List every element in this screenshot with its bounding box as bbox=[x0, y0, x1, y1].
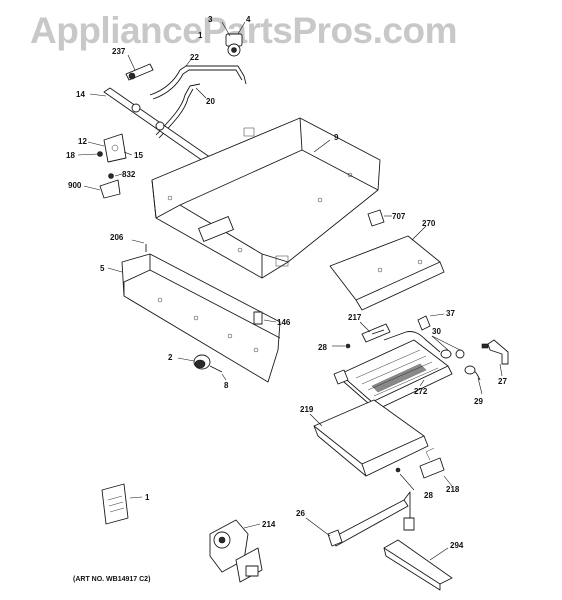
part-bracket-900 bbox=[83, 173, 123, 199]
part-regulator-214 bbox=[209, 519, 263, 583]
part-146 bbox=[253, 311, 277, 325]
callout-8: 8 bbox=[224, 381, 229, 390]
callout-12: 12 bbox=[78, 137, 87, 146]
callout-20: 20 bbox=[206, 97, 215, 106]
callout-2: 2 bbox=[168, 353, 173, 362]
callout-272: 272 bbox=[414, 387, 428, 396]
part-tube-29-27 bbox=[464, 339, 509, 395]
part-clip-37 bbox=[417, 313, 445, 331]
part-screw-28b bbox=[395, 467, 415, 491]
part-shield-294 bbox=[383, 539, 453, 591]
part-burner-26 bbox=[305, 491, 415, 547]
art-number: (ART NO. WB14917 C2) bbox=[73, 576, 151, 583]
callout-219: 219 bbox=[300, 405, 314, 414]
part-igniter-218 bbox=[419, 447, 453, 487]
callout-4: 4 bbox=[246, 15, 251, 24]
callout-28-lower: 28 bbox=[424, 491, 433, 500]
watermark: AppliancePartsPros.com bbox=[30, 10, 457, 51]
callout-18: 18 bbox=[66, 151, 75, 160]
callout-14: 14 bbox=[76, 90, 85, 99]
callout-237: 237 bbox=[112, 47, 126, 56]
callout-270: 270 bbox=[422, 219, 436, 228]
callout-3: 3 bbox=[208, 15, 213, 24]
callout-30: 30 bbox=[432, 327, 441, 336]
callout-146: 146 bbox=[277, 318, 291, 327]
part-screw-206 bbox=[131, 239, 147, 252]
part-clip-707 bbox=[367, 209, 392, 227]
callout-217: 217 bbox=[348, 313, 362, 322]
part-orifice-237 bbox=[125, 54, 154, 81]
callout-214: 214 bbox=[262, 520, 276, 529]
callout-15: 15 bbox=[134, 151, 143, 160]
callout-900: 900 bbox=[68, 181, 82, 190]
callout-9: 9 bbox=[334, 133, 339, 142]
part-valve-top bbox=[221, 21, 246, 57]
callout-832: 832 bbox=[122, 170, 136, 179]
part-bracket-12-15 bbox=[77, 133, 133, 163]
callout-1-manual: 1 bbox=[145, 493, 150, 502]
part-manifold-panel-5 bbox=[107, 253, 281, 383]
callout-37: 37 bbox=[446, 309, 455, 318]
callout-26: 26 bbox=[296, 509, 305, 518]
callout-1: 1 bbox=[198, 31, 203, 40]
part-broil-burner-272 bbox=[333, 331, 465, 411]
callout-294: 294 bbox=[450, 541, 464, 550]
part-shield-219 bbox=[309, 399, 429, 477]
callout-22: 22 bbox=[190, 53, 199, 62]
part-knob-2 bbox=[177, 354, 227, 381]
part-igniter-217 bbox=[359, 321, 391, 343]
callout-206: 206 bbox=[110, 233, 124, 242]
callout-28-upper: 28 bbox=[318, 343, 327, 352]
part-burner-box-9 bbox=[151, 117, 381, 279]
callout-29: 29 bbox=[474, 397, 483, 406]
part-screw-28a bbox=[332, 343, 351, 349]
callout-218: 218 bbox=[446, 485, 460, 494]
part-manual-1 bbox=[101, 483, 143, 525]
part-panel-270 bbox=[329, 225, 445, 311]
callout-5: 5 bbox=[100, 264, 105, 273]
callout-27: 27 bbox=[498, 377, 507, 386]
callout-707: 707 bbox=[392, 212, 406, 221]
